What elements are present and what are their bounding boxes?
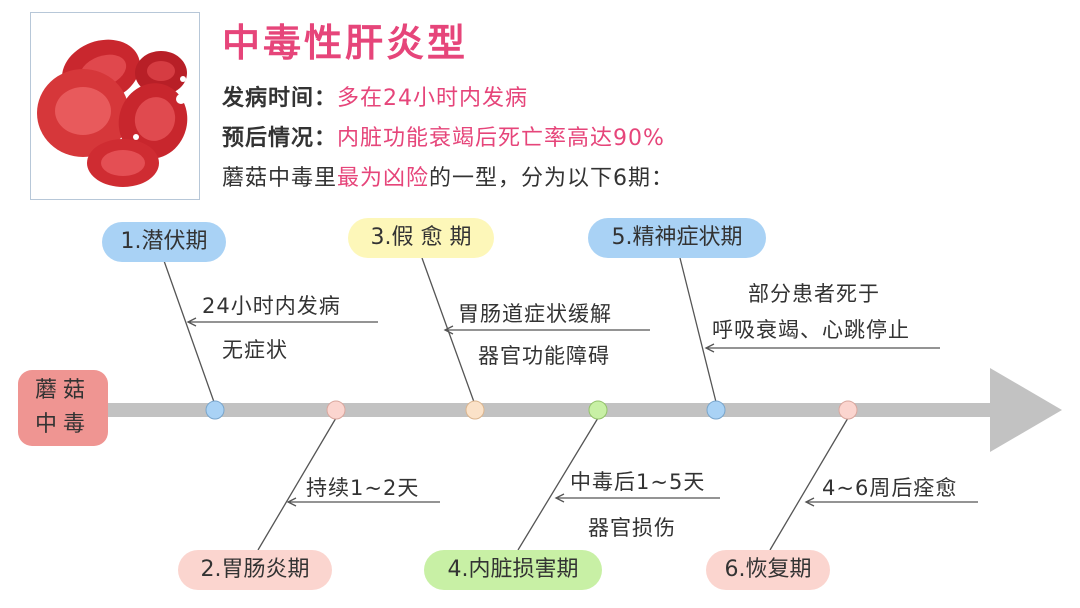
stage-1-pill: 1.潜伏期 bbox=[102, 222, 226, 262]
connector-stage-6 bbox=[769, 417, 849, 551]
marker-stage-6 bbox=[838, 400, 858, 420]
stage-1-desc-2: 无症状 bbox=[222, 338, 288, 362]
marker-stage-2 bbox=[326, 400, 346, 420]
stage-5-desc-1: 部分患者死于 bbox=[748, 282, 880, 306]
prognosis-line: 预后情况：内脏功能衰竭后死亡率高达90% bbox=[222, 120, 665, 152]
connector-stage-2 bbox=[257, 417, 337, 551]
stage-4-pill: 4.内脏损害期 bbox=[424, 550, 602, 590]
stage-2-desc-1: 持续1~2天 bbox=[306, 476, 420, 500]
desc-arrowhead-6-icon bbox=[804, 497, 815, 507]
start-box: 蘑菇 中毒 bbox=[18, 370, 108, 446]
timeline-axis bbox=[108, 403, 992, 417]
start-line-1: 蘑菇 bbox=[34, 378, 91, 403]
desc-arrowhead-3-icon bbox=[443, 325, 454, 335]
stage-5-pill: 5.精神症状期 bbox=[588, 218, 766, 258]
onset-value: 多在24小时内发病 bbox=[337, 86, 529, 111]
marker-stage-4 bbox=[588, 400, 608, 420]
stage-6-pill: 6.恢复期 bbox=[706, 550, 830, 590]
stage-4-desc-2: 器官损伤 bbox=[588, 516, 676, 540]
summary-line: 蘑菇中毒里最为凶险的一型，分为以下6期： bbox=[222, 160, 674, 192]
stage-2-pill: 2.胃肠炎期 bbox=[178, 550, 332, 590]
onset-label: 发病时间： bbox=[222, 86, 338, 111]
connector-stage-1 bbox=[162, 257, 215, 403]
prognosis-value: 内脏功能衰竭后死亡率高达90% bbox=[337, 126, 665, 151]
page-title: 中毒性肝炎型 bbox=[222, 21, 469, 65]
stage-4-desc-1: 中毒后1~5天 bbox=[570, 470, 706, 494]
marker-stage-3 bbox=[465, 400, 485, 420]
stage-6-desc-1: 4~6周后痊愈 bbox=[822, 476, 958, 500]
summary-highlight: 最为凶险 bbox=[337, 166, 430, 191]
desc-arrowhead-5-icon bbox=[704, 343, 715, 353]
stage-3-desc-1: 胃肠道症状缓解 bbox=[458, 302, 612, 326]
blood-cells-icon bbox=[37, 39, 188, 187]
summary-suffix: 的一型，分为以下6期： bbox=[429, 166, 675, 191]
stage-1-desc-1: 24小时内发病 bbox=[202, 294, 341, 318]
desc-arrowhead-4-icon bbox=[554, 493, 565, 503]
blood-cells-illustration bbox=[30, 12, 200, 200]
desc-arrowhead-1-icon bbox=[186, 317, 197, 327]
stage-5-desc-2: 呼吸衰竭、心跳停止 bbox=[712, 318, 910, 342]
summary-prefix: 蘑菇中毒里 bbox=[222, 166, 338, 191]
connector-stage-4 bbox=[517, 417, 599, 551]
header: 中毒性肝炎型 发病时间：多在24小时内发病 预后情况：内脏功能衰竭后死亡率高达9… bbox=[0, 0, 1080, 210]
prognosis-label: 预后情况： bbox=[222, 126, 338, 151]
marker-stage-1 bbox=[205, 400, 225, 420]
desc-arrowhead-2-icon bbox=[286, 497, 297, 507]
stage-3-pill: 3.假 愈 期 bbox=[348, 218, 494, 258]
timeline-arrowhead-icon bbox=[990, 368, 1062, 452]
onset-line: 发病时间：多在24小时内发病 bbox=[222, 80, 528, 112]
connector-stage-5 bbox=[679, 257, 717, 403]
marker-stage-5 bbox=[706, 400, 726, 420]
stage-3-desc-2: 器官功能障碍 bbox=[478, 344, 610, 368]
start-line-2: 中毒 bbox=[34, 412, 91, 437]
